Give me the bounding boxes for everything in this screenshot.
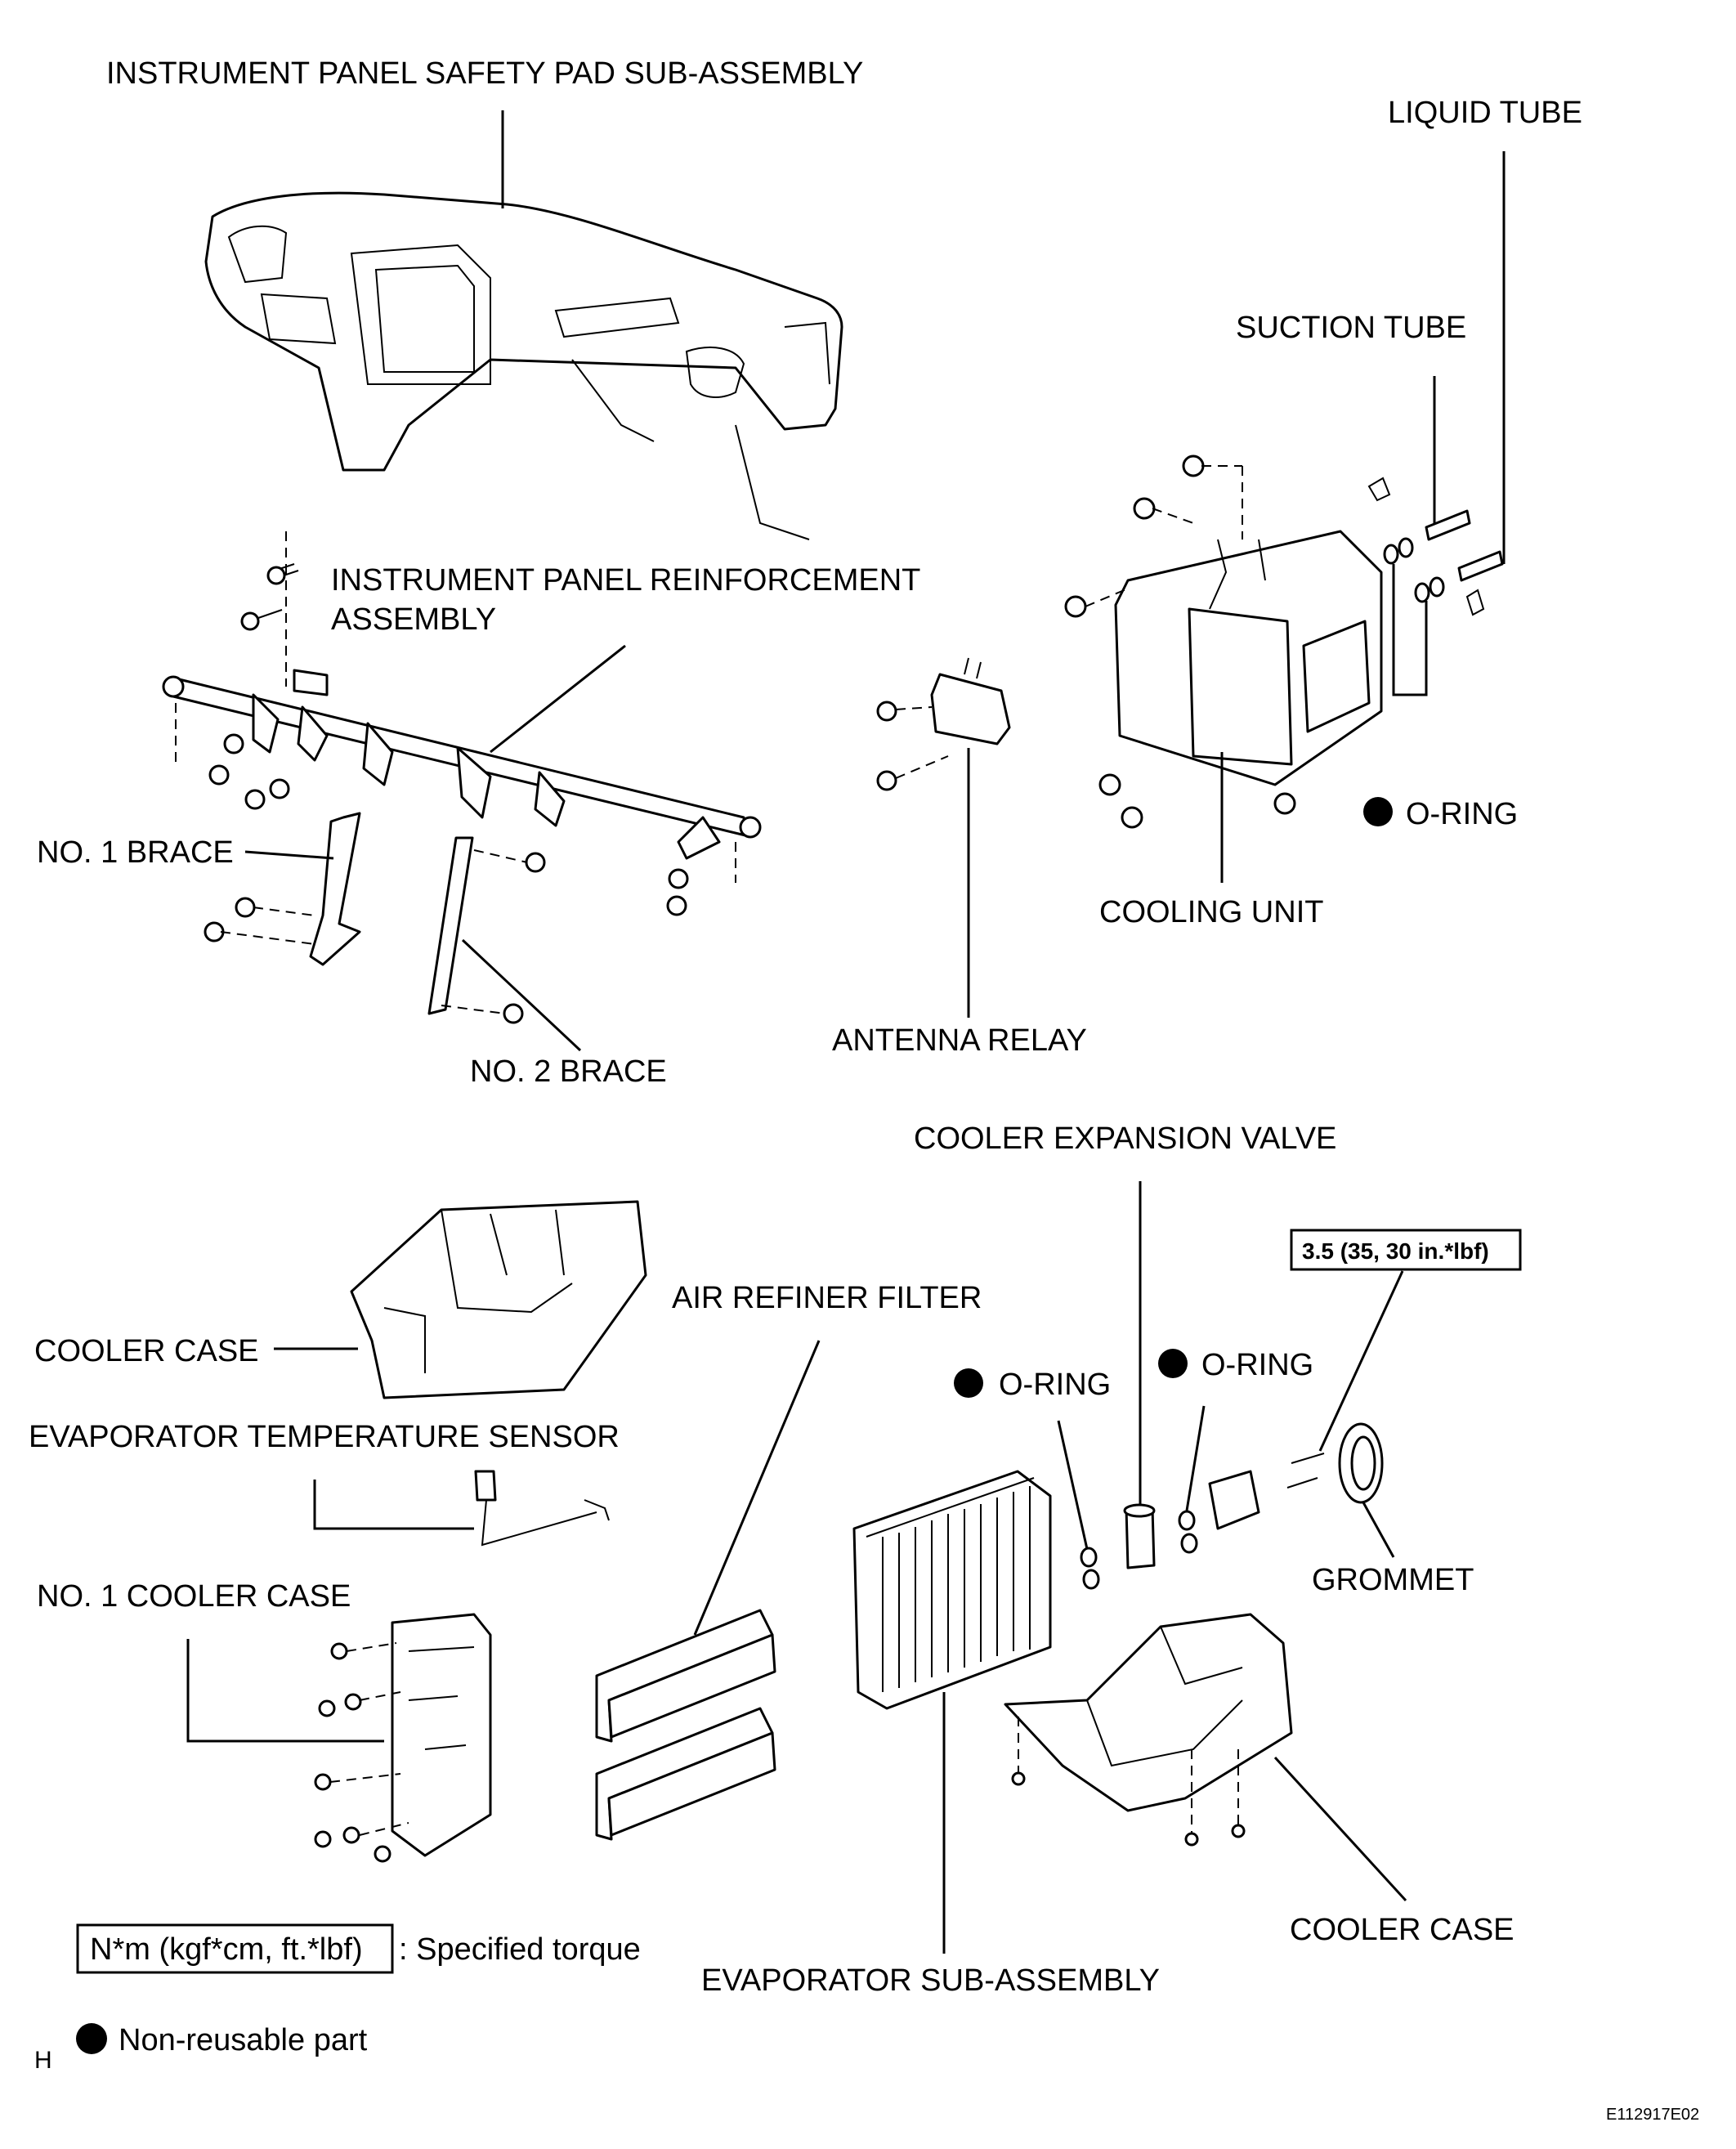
legend-torque-units: N*m (kgf*cm, ft.*lbf) <box>90 1932 363 1967</box>
non-reusable-dot-oring-right <box>1158 1349 1188 1378</box>
air-refiner-leader <box>693 1340 821 1636</box>
label-torque-value: 3.5 (35, 30 in.*lbf) <box>1302 1238 1489 1264</box>
air-refiner-filter-drawing <box>595 1609 776 1841</box>
cooler-case-bottom-leader <box>1273 1756 1407 1902</box>
label-evaporator: EVAPORATOR SUB-ASSEMBLY <box>701 1963 1160 1998</box>
legend-torque-desc: : Specified torque <box>399 1932 641 1967</box>
label-cooler-case-bottom: COOLER CASE <box>1290 1913 1515 1947</box>
cooler-case-bottom-drawing <box>1004 1613 1293 1847</box>
label-o-ring-top: O-RING <box>1406 797 1518 831</box>
no1-brace-leader <box>244 850 334 860</box>
label-air-refiner: AIR REFINER FILTER <box>672 1281 982 1315</box>
no2-brace-drawing <box>427 836 546 1024</box>
label-reinforcement-1: INSTRUMENT PANEL REINFORCEMENT <box>331 563 920 598</box>
label-grommet: GROMMET <box>1312 1563 1474 1597</box>
reinforcement-bolts <box>175 531 736 916</box>
footer-figure-code: E112917E02 <box>1606 2106 1699 2124</box>
label-o-ring-right: O-RING <box>1201 1348 1313 1382</box>
temp-sensor-leader <box>313 1480 474 1530</box>
label-no1-cooler-case: NO. 1 COOLER CASE <box>37 1579 351 1614</box>
legend-non-reusable-dot <box>76 2023 107 2054</box>
torque-box <box>1290 1229 1522 1271</box>
evaporator-temp-sensor-drawing <box>474 1470 610 1547</box>
o-ring-right-leader <box>1185 1405 1206 1511</box>
expansion-valve-drawing <box>1080 1453 1325 1590</box>
tubes-and-orings-drawing <box>1367 477 1504 616</box>
label-temp-sensor: EVAPORATOR TEMPERATURE SENSOR <box>29 1420 620 1454</box>
legend-non-reusable: Non-reusable part <box>119 2023 368 2057</box>
torque-leader <box>1318 1270 1404 1452</box>
label-cooler-case-top: COOLER CASE <box>34 1334 259 1368</box>
grommet-leader <box>1362 1502 1395 1558</box>
instrument-panel-safety-pad-drawing <box>204 191 843 540</box>
label-no1-brace: NO. 1 BRACE <box>37 835 234 870</box>
label-suction-tube: SUCTION TUBE <box>1236 311 1466 345</box>
cooling-unit-drawing <box>1064 454 1383 829</box>
label-o-ring-left: O-RING <box>999 1368 1111 1402</box>
label-liquid-tube: LIQUID TUBE <box>1388 96 1582 130</box>
antenna-relay-drawing <box>876 657 1011 791</box>
no1-brace-drawing <box>204 812 361 966</box>
footer-section-letter: H <box>34 2047 52 2074</box>
o-ring-left-leader <box>1057 1420 1089 1550</box>
label-safety-pad: INSTRUMENT PANEL SAFETY PAD SUB-ASSEMBLY <box>106 56 863 91</box>
label-no2-brace: NO. 2 BRACE <box>470 1054 667 1089</box>
evaporator-drawing <box>852 1470 1052 1710</box>
no1-cooler-case-leader <box>186 1639 384 1743</box>
instrument-panel-reinforcement-drawing <box>162 669 762 860</box>
no2-brace-leader <box>461 938 582 1052</box>
grommet-drawing <box>1338 1422 1384 1504</box>
label-expansion-valve: COOLER EXPANSION VALVE <box>914 1122 1336 1156</box>
legend-torque-box <box>76 1923 394 1974</box>
non-reusable-dot-oring-left <box>954 1368 983 1398</box>
label-reinforcement-2: ASSEMBLY <box>331 602 496 637</box>
label-cooling-unit: COOLING UNIT <box>1099 895 1323 929</box>
o-ring-top-leader <box>1392 564 1428 696</box>
non-reusable-dot-oring-top <box>1363 797 1393 826</box>
no1-cooler-case-drawing <box>314 1613 492 1863</box>
label-antenna-relay: ANTENNA RELAY <box>832 1023 1087 1058</box>
cooler-case-top-drawing <box>350 1200 647 1399</box>
reinforcement-leader <box>490 644 626 754</box>
